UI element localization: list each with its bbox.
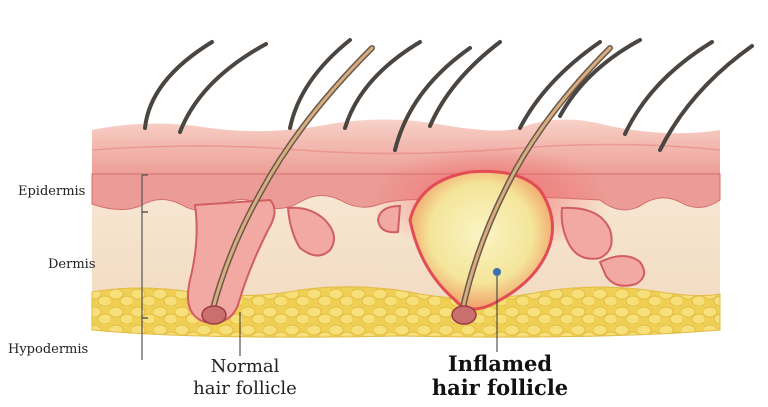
normal-follicle-caption: Normal hair follicle — [160, 356, 330, 400]
normal-caption-line2: hair follicle — [160, 378, 330, 400]
inflamed-caption-line1: Inflamed — [405, 352, 595, 376]
hypodermis-layer — [92, 287, 720, 337]
inflamed-hair-bulb — [452, 306, 476, 324]
inflamed-caption-line2: hair follicle — [405, 376, 595, 400]
normal-caption-line1: Normal — [160, 356, 330, 378]
hypodermis-label: Hypodermis — [8, 342, 88, 357]
normal-hair-bulb — [202, 306, 226, 324]
dermis-label: Dermis — [48, 257, 96, 272]
inflamed-follicle-caption: Inflamed hair follicle — [405, 352, 595, 400]
epidermis-label: Epidermis — [18, 184, 85, 199]
